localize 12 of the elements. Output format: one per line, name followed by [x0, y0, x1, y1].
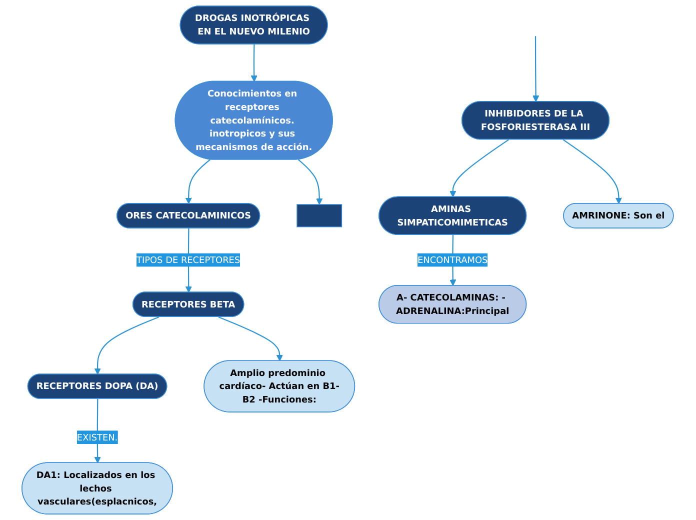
arrow [298, 159, 323, 205]
arrow [218, 316, 284, 362]
arrow [186, 159, 211, 204]
arrow [563, 139, 622, 204]
arrow [251, 44, 258, 82]
arrow [450, 139, 510, 198]
edge-label: ENCONTRAMOS [418, 254, 488, 266]
arrow [532, 36, 540, 102]
edge-label: TIPOS DE RECEPTORES [136, 254, 240, 266]
edge-label: EXISTEN. [77, 432, 118, 443]
arrow [94, 316, 160, 375]
node-box [296, 204, 342, 228]
